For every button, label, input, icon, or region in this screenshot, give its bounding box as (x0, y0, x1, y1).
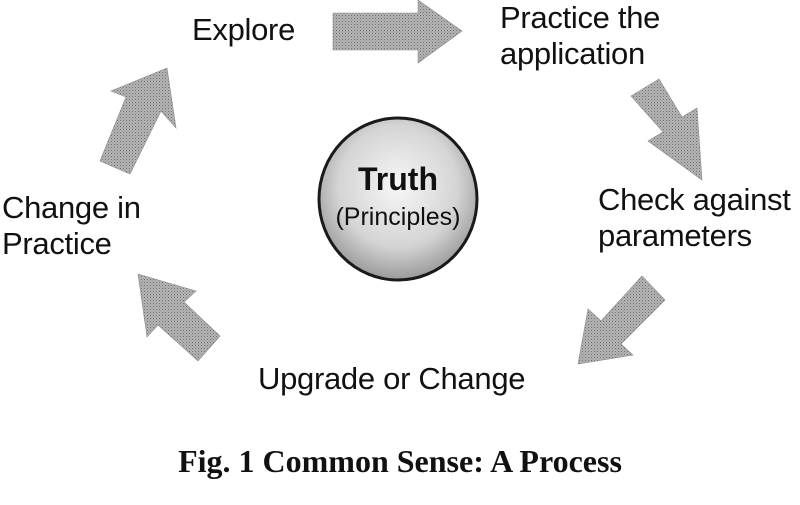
step-label-line: Check against (598, 182, 791, 217)
center-subtitle: (Principles) (335, 203, 461, 231)
step-label-upgrade: Upgrade or Change (258, 361, 526, 397)
step-label-line: Explore (192, 12, 296, 47)
arrow-practice-to-check (630, 78, 703, 181)
figure-caption: Fig. 1 Common Sense: A Process (178, 443, 622, 479)
arrow-explore-to-practice (332, 0, 463, 64)
step-label-line: application (500, 36, 645, 71)
step-label-line: Practice the (500, 0, 661, 35)
arrow-upgrade-to-change (137, 273, 221, 362)
step-label-line: Upgrade or Change (258, 361, 526, 396)
step-label-line: parameters (598, 218, 752, 253)
step-label-line: Practice (2, 226, 112, 261)
step-label-change: Change in Practice (2, 190, 141, 262)
arrow-change-to-explore (99, 67, 177, 175)
arrow-check-to-upgrade (577, 275, 666, 365)
center-title: Truth (358, 161, 438, 197)
truth-circle (317, 116, 479, 282)
step-label-line: Change in (2, 190, 141, 225)
step-label-explore: Explore (192, 12, 295, 48)
step-label-practice: Practice the application (500, 0, 660, 72)
step-label-check: Check against parameters (598, 182, 791, 254)
